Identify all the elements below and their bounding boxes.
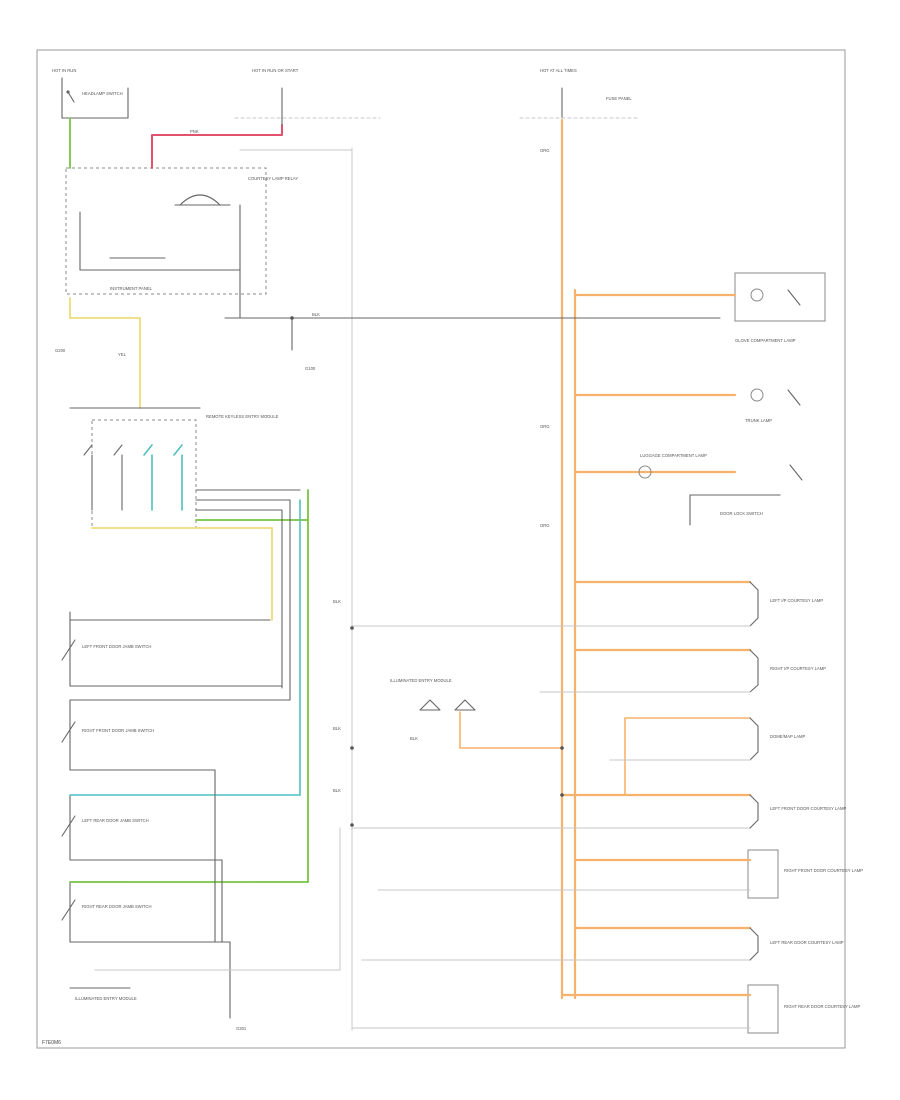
top-right-fuse: HOT AT ALL TIMES FUSE PANEL (519, 68, 641, 119)
trunk-lamp: TRUNK LAMP (573, 388, 801, 423)
remote-entry-connector: ILLUMINATED ENTRY MODULE (69, 827, 341, 1001)
glove-lamp-label: GLOVE COMPARTMENT LAMP (735, 338, 796, 343)
lh-courtesy-label: LEFT I/P COURTESY LAMP (770, 598, 823, 603)
dome-lamp-label: DOME/MAP LAMP (770, 734, 805, 739)
top-center-fuse-label: HOT IN RUN OR START (252, 68, 299, 73)
footer-code: F7E0M6 (42, 1040, 61, 1046)
luggage-lamp-label: LUGGAGE COMPARTMENT LAMP (640, 453, 707, 458)
left-rear-door-lamp: LEFT REAR DOOR COURTESY LAMP (361, 926, 844, 961)
headlamp-switch-block: HOT IN RUN HEADLAMP SWITCH (52, 68, 129, 119)
lf-jamb-label: LEFT FRONT DOOR JAMB SWITCH (82, 644, 151, 649)
top-left-fuse-label: HOT IN RUN (52, 68, 76, 73)
rf-jamb-label: RIGHT FRONT DOOR JAMB SWITCH (82, 728, 154, 733)
fuse-panel-label: FUSE PANEL (606, 96, 632, 101)
bus-label-1: ORG (540, 148, 550, 153)
left-front-jamb-switch: LEFT FRONT DOOR JAMB SWITCH (61, 611, 283, 687)
trunk-lamp-label: TRUNK LAMP (745, 418, 772, 423)
right-ip-courtesy-lamp: RIGHT I/P COURTESY LAMP (539, 648, 826, 693)
relay-lamp-label: INSTRUMENT PANEL (110, 286, 153, 291)
courtesy-lamp-relay: COURTESY LAMP RELAY INSTRUMENT PANEL (65, 167, 298, 295)
illuminated-entry-label: ILLUMINATED ENTRY MODULE (390, 678, 452, 683)
diagram-frame (36, 49, 846, 1049)
right-rear-door-lamp: RIGHT REAR DOOR COURTESY LAMP (351, 984, 861, 1034)
ground-wire-label: BLK (312, 312, 320, 317)
door-lock-label: DOOR LOCK SWITCH (720, 511, 763, 516)
left-front-door-lamp: LEFT FRONT DOOR COURTESY LAMP (351, 793, 846, 829)
remote-entry-label: REMOTE KEYLESS ENTRY MODULE (206, 414, 279, 419)
top-right-fuse-label: HOT AT ALL TIMES (540, 68, 577, 73)
splice-label-3: BLK (333, 788, 341, 793)
top-center-fuse: HOT IN RUN OR START (234, 68, 381, 126)
illuminated-entry-module: ILLUMINATED ENTRY MODULE BLK (390, 678, 563, 749)
luggage-compartment-lamp: LUGGAGE COMPARTMENT LAMP DOOR LOCK SWITC… (573, 453, 803, 526)
ground-center-label: G100 (305, 366, 316, 371)
lr-door-lamp-label: LEFT REAR DOOR COURTESY LAMP (770, 940, 844, 945)
dome-map-lamp: DOME/MAP LAMP (609, 717, 805, 796)
bottom-module-label: ILLUMINATED ENTRY MODULE (75, 996, 137, 1001)
lr-jamb-label: LEFT REAR DOOR JAMB SWITCH (82, 818, 149, 823)
entry-wire-label: BLK (410, 736, 418, 741)
splice-label-1: BLK (333, 599, 341, 604)
left-rear-jamb-switch: LEFT REAR DOOR JAMB SWITCH (61, 794, 301, 861)
glove-compartment-lamp: GLOVE COMPARTMENT LAMP (573, 272, 826, 343)
splice-label-2: BLK (333, 726, 341, 731)
rr-door-lamp-label: RIGHT REAR DOOR COURTESY LAMP (784, 1004, 861, 1009)
bus-label-3: ORG (540, 523, 550, 528)
headlamp-switch-label: HEADLAMP SWITCH (82, 91, 123, 96)
ground-right-label: G301 (236, 1026, 247, 1031)
right-front-door-lamp: RIGHT FRONT DOOR COURTESY LAMP (377, 849, 863, 899)
relay-switch-label: COURTESY LAMP RELAY (248, 176, 298, 181)
right-rear-jamb-switch: RIGHT REAR DOOR JAMB SWITCH (61, 881, 309, 943)
bus-label-2: ORG (540, 424, 550, 429)
lf-door-lamp-label: LEFT FRONT DOOR COURTESY LAMP (770, 806, 846, 811)
rf-door-lamp-label: RIGHT FRONT DOOR COURTESY LAMP (784, 868, 863, 873)
rh-courtesy-label: RIGHT I/P COURTESY LAMP (770, 666, 826, 671)
yellow-wire-label: YEL (118, 352, 127, 357)
pink-wire-label: PNK (190, 129, 199, 134)
remote-keyless-entry-module: REMOTE KEYLESS ENTRY MODULE (69, 407, 279, 529)
left-ip-courtesy-lamp: LEFT I/P COURTESY LAMP (351, 580, 823, 627)
rr-jamb-label: RIGHT REAR DOOR JAMB SWITCH (82, 904, 151, 909)
right-front-jamb-switch: RIGHT FRONT DOOR JAMB SWITCH (61, 699, 291, 771)
ground-left-label: G200 (55, 348, 66, 353)
